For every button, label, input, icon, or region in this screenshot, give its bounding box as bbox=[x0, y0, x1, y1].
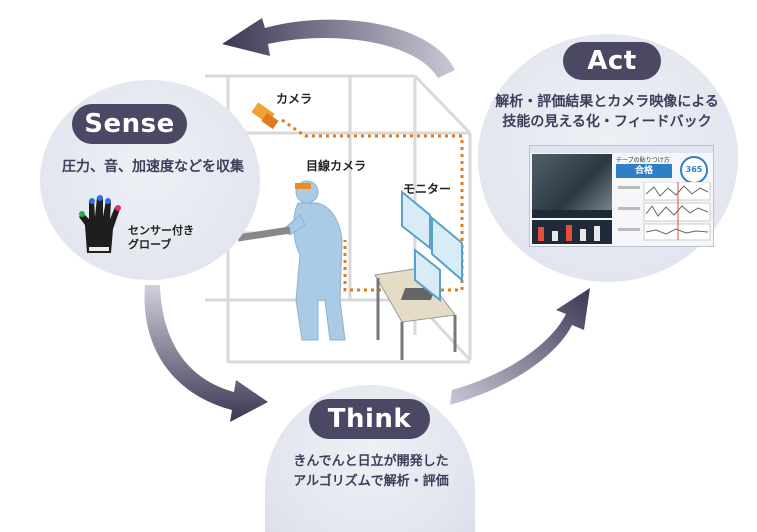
arrow-act-to-sense bbox=[222, 18, 455, 78]
sensor-glove-icon bbox=[79, 195, 121, 253]
sense-pill: Sense bbox=[72, 104, 187, 144]
glove-label-line-1: センサー付き bbox=[128, 224, 194, 237]
eye-camera-label: 目線カメラ bbox=[306, 159, 367, 173]
act-title: Act bbox=[587, 46, 637, 76]
video-frame bbox=[532, 154, 612, 210]
monitor-label: モニター bbox=[403, 182, 452, 196]
act-caption-line-2: 技能の見える化・フィードバック bbox=[502, 114, 712, 130]
arrow-think-to-act bbox=[450, 288, 590, 405]
think-pill: Think bbox=[309, 399, 430, 439]
sense-caption: 圧力、音、加速度などを収集 bbox=[62, 159, 244, 175]
result-text: 合格 bbox=[634, 166, 653, 176]
act-caption: 解析・評価結果とカメラ映像による 技能の見える化・フィードバック bbox=[482, 92, 732, 132]
camera-label: カメラ bbox=[276, 92, 313, 106]
bar-chart-mini bbox=[532, 220, 612, 244]
act-pill: Act bbox=[563, 42, 661, 80]
score-circle: 365 bbox=[680, 156, 708, 184]
arrow-sense-to-think bbox=[144, 285, 268, 422]
glove-label: センサー付き グローブ bbox=[128, 224, 194, 252]
think-caption-line-2: アルゴリズムで解析・評価 bbox=[293, 474, 449, 489]
glove-label-line-2: グローブ bbox=[128, 238, 172, 251]
panel-title: テープの貼りつけ方 bbox=[616, 157, 670, 164]
act-caption-line-1: 解析・評価結果とカメラ映像による bbox=[495, 94, 719, 110]
think-title: Think bbox=[327, 404, 412, 434]
think-caption: きんでんと日立が開発した アルゴリズムで解析・評価 bbox=[266, 452, 476, 492]
waveform-charts bbox=[618, 182, 711, 241]
feedback-screen: テープの貼りつけ方 合格 365 bbox=[529, 145, 714, 247]
sense-title: Sense bbox=[84, 109, 175, 139]
result-badge: 合格 bbox=[616, 164, 672, 178]
score-value: 365 bbox=[685, 165, 703, 174]
think-caption-line-1: きんでんと日立が開発した bbox=[293, 454, 449, 469]
